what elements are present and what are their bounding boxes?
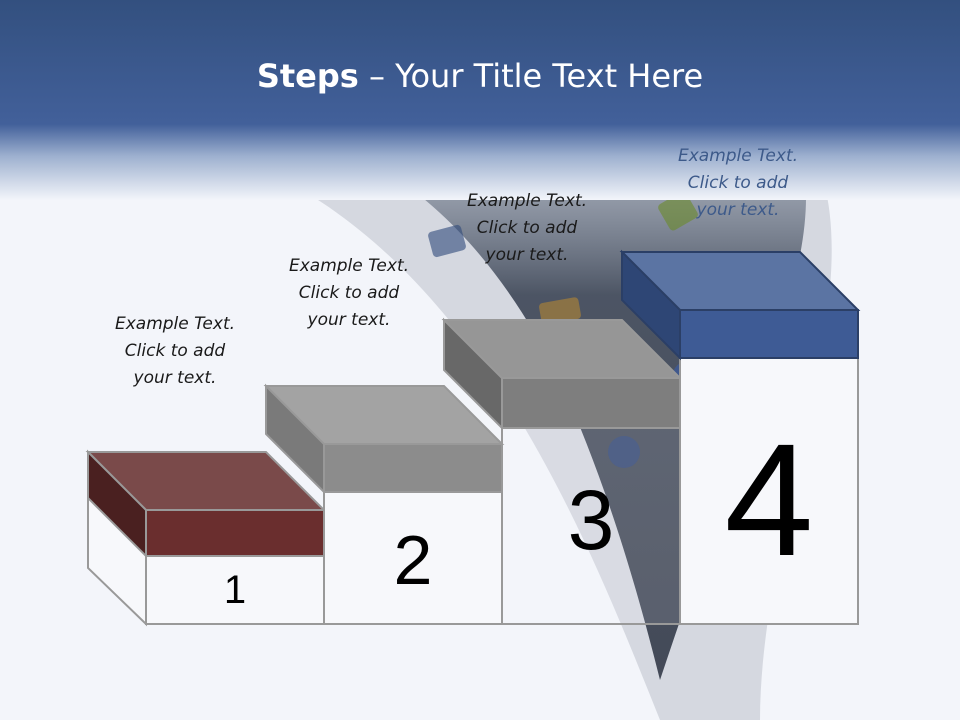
caption-line: Click to add bbox=[298, 283, 400, 303]
step-2-number: 2 bbox=[393, 521, 433, 599]
background-app-tile bbox=[428, 224, 466, 258]
step-4-caption[interactable]: Example Text. Click to add your text. bbox=[648, 143, 828, 224]
header-band bbox=[0, 0, 960, 200]
step-1-number: 1 bbox=[223, 568, 247, 612]
step-4-front-cap bbox=[679, 309, 859, 359]
caption-line: your text. bbox=[696, 200, 780, 220]
step-1-front-cap bbox=[145, 509, 325, 557]
caption-line: your text. bbox=[307, 310, 391, 330]
step-4-front bbox=[679, 357, 859, 625]
step-3-number: 3 bbox=[567, 473, 615, 567]
step-4-block bbox=[619, 249, 861, 625]
step-1-caption[interactable]: Example Text. Click to add your text. bbox=[85, 311, 265, 392]
background-app-tile bbox=[658, 191, 698, 231]
title-rest: – Your Title Text Here bbox=[358, 57, 704, 95]
step-2-front-cap bbox=[323, 443, 503, 493]
background-app-tile bbox=[539, 297, 581, 325]
step-2-block bbox=[263, 383, 505, 625]
step-3-caption[interactable]: Example Text. Click to add your text. bbox=[437, 188, 617, 269]
caption-line: Click to add bbox=[687, 173, 789, 193]
step-1-block bbox=[85, 449, 327, 627]
caption-line: Example Text. bbox=[114, 314, 236, 334]
caption-line: Example Text. bbox=[288, 256, 410, 276]
slide-title[interactable]: Steps – Your Title Text Here bbox=[0, 52, 960, 100]
caption-line: Example Text. bbox=[677, 146, 799, 166]
title-bold: Steps bbox=[256, 57, 359, 95]
step-4-number: 4 bbox=[724, 410, 814, 589]
step-3-front-cap bbox=[501, 377, 681, 429]
caption-line: Example Text. bbox=[466, 191, 588, 211]
caption-line: Click to add bbox=[124, 341, 226, 361]
step-3-front bbox=[501, 427, 681, 625]
caption-line: Click to add bbox=[476, 218, 578, 238]
step-3-block bbox=[441, 317, 683, 625]
caption-line: your text. bbox=[485, 245, 569, 265]
step-2-caption[interactable]: Example Text. Click to add your text. bbox=[259, 253, 439, 334]
background-app-tile bbox=[608, 436, 640, 468]
caption-line: your text. bbox=[133, 368, 217, 388]
